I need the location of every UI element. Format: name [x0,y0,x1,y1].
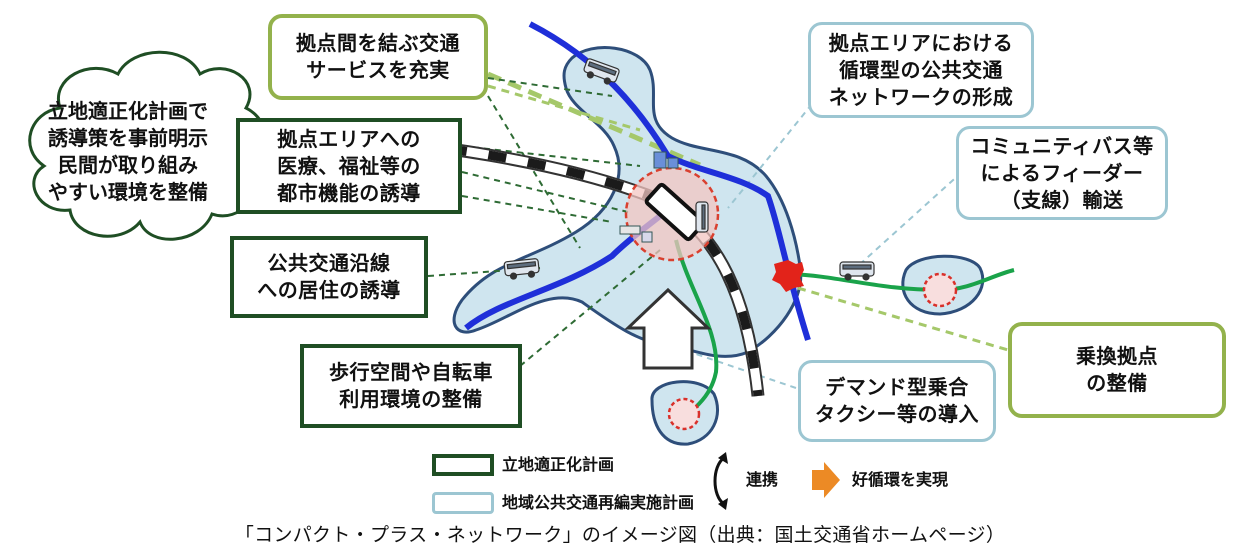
figure-caption: 「コンパクト・プラス・ネットワーク」のイメージ図（出典：国土交通省ホームページ） [234,524,1006,546]
box-transport-service: 拠点間を結ぶ交通 サービスを充実 [268,14,488,100]
bus-icon [503,58,875,281]
box-demand-taxi: デマンド型乗合 タクシー等の導入 [798,360,996,442]
hub-zone-south [667,397,701,431]
arrow-up-icon [624,287,712,370]
cloud-text: 立地適正化計画で 誘導策を事前明示 民間が取り組み やすい環境を整備 [48,99,208,204]
box-walking-cycling: 歩行空間や自転車 利用環境の整備 [300,344,522,428]
city-area [452,46,803,358]
feeder-line-south [674,239,719,414]
hub-zone-east [922,272,958,308]
box-loop-network: 拠点エリアにおける 循環型の公共交通 ネットワークの形成 [808,22,1034,118]
legend-swatch-plan1 [432,454,494,476]
legend-label-plan1: 立地適正化計画 [502,455,615,474]
orange-arrow-icon [812,462,840,498]
legend-swatch-plan2 [432,492,494,514]
link-arrows-icon [713,456,726,506]
legend-label-plan2: 地域公共交通再編実施計画 [502,493,695,512]
box-urban-functions: 拠点エリアへの 医療、福祉等の 都市機能の誘導 [236,118,462,214]
link-arrowhead-top [718,452,728,464]
legend-label-link: 連携 [746,470,779,489]
box-transfer-hub: 乗換拠点 の整備 [1008,322,1226,418]
transfer-hub-icon [772,260,804,292]
blue-connector-lines [689,103,963,389]
box-residence: 公共交通沿線 への居住の誘導 [230,236,428,318]
box-community-bus: コミュニティバス等 によるフィーダー （支線）輸送 [956,126,1168,220]
legend-label-result: 好循環を実現 [852,470,949,489]
buildings-icon [619,151,679,243]
link-arrowhead-bottom [718,498,728,510]
